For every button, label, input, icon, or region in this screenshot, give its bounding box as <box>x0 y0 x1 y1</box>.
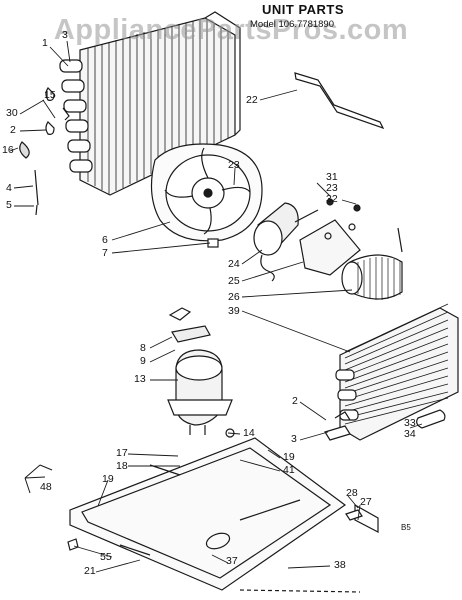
part-callout[interactable]: 31 <box>326 171 338 183</box>
part-callout[interactable]: 2 <box>10 124 16 136</box>
base-pan <box>67 437 379 593</box>
part-callout[interactable]: 5 <box>6 199 12 211</box>
part-callout[interactable]: 18 <box>116 460 128 472</box>
part-callout[interactable]: 30 <box>6 107 18 119</box>
part-callout[interactable]: 23 <box>228 159 240 171</box>
watermark-text: AppliancePartsPros.com <box>53 14 409 46</box>
part-callout[interactable]: 9 <box>140 355 146 367</box>
condenser-coil <box>324 303 459 441</box>
support-bar <box>294 72 385 130</box>
part-callout[interactable]: 37 <box>226 555 238 567</box>
evaporator-coil <box>59 11 241 196</box>
diagram-title: UNIT PARTS <box>262 2 345 17</box>
part-callout[interactable]: 19 <box>102 473 114 485</box>
part-callout[interactable]: 4 <box>6 182 12 194</box>
part-callout[interactable]: 19 <box>283 451 295 463</box>
part-callout[interactable]: 55 <box>100 551 112 563</box>
part-callout[interactable]: 27 <box>360 496 372 508</box>
model-number: Model 106.7781890 <box>250 19 334 30</box>
part-callout[interactable]: 26 <box>228 291 240 303</box>
part-callout[interactable]: 48 <box>40 481 52 493</box>
part-callout[interactable]: 25 <box>228 275 240 287</box>
fan-motor <box>253 202 319 282</box>
part-callout[interactable]: 24 <box>228 258 240 270</box>
part-callout[interactable]: 34 <box>404 428 416 440</box>
part-callout[interactable]: 3 <box>291 433 297 445</box>
part-callout[interactable]: 38 <box>334 559 346 571</box>
part-callout[interactable]: 15 <box>44 89 56 101</box>
part-callout[interactable]: 1 <box>42 37 48 49</box>
blower-assembly <box>299 198 403 300</box>
part-callout[interactable]: 3 <box>62 29 68 41</box>
part-callout[interactable]: 21 <box>84 565 96 577</box>
part-callout[interactable]: 13 <box>134 373 146 385</box>
part-callout[interactable]: 6 <box>102 234 108 246</box>
part-callout[interactable]: 41 <box>283 464 295 476</box>
part-callout[interactable]: 8 <box>140 342 146 354</box>
capacitor <box>416 409 446 429</box>
leader-lines <box>9 40 423 573</box>
fan-shroud <box>150 143 263 248</box>
part-callout[interactable]: 33 <box>404 417 416 429</box>
compressor <box>167 307 235 438</box>
part-callout[interactable]: 39 <box>228 305 240 317</box>
part-callout[interactable]: 17 <box>116 447 128 459</box>
part-callout[interactable]: 32 <box>326 193 338 205</box>
part-callout[interactable]: 14 <box>243 427 255 439</box>
capillary-and-fittings <box>19 87 70 216</box>
part-callout[interactable]: 23 <box>326 182 338 194</box>
part-callout[interactable]: 22 <box>246 94 258 106</box>
part-callout[interactable]: 7 <box>102 247 108 259</box>
part-callout[interactable]: 2 <box>292 395 298 407</box>
wire-harness <box>24 464 53 494</box>
diagram-code: B5 <box>401 523 411 532</box>
part-callout[interactable]: 28 <box>346 487 358 499</box>
part-callout[interactable]: 16 <box>2 144 14 156</box>
